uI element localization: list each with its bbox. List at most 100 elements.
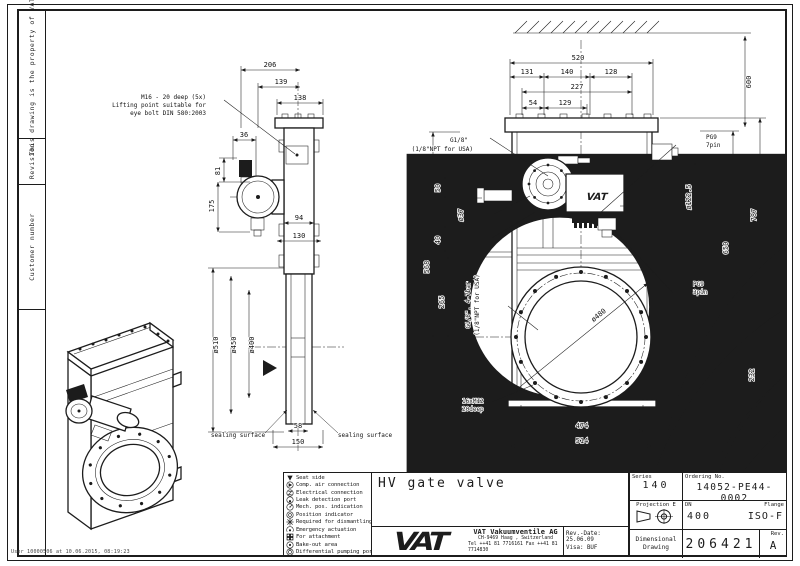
doc-type-line2: Drawing <box>642 544 670 551</box>
property-note: This drawing is the property of VAT. <box>28 0 36 156</box>
rev-date: Rev.-Date: 25.06.09 <box>566 531 601 543</box>
dn-value: 400 <box>687 511 712 522</box>
connector-note: 7pin <box>706 142 721 149</box>
revision-cell: Revision <box>19 139 45 185</box>
sealing-surface-label: sealing surface <box>338 432 393 439</box>
customer-number-label: Customer number <box>28 213 36 281</box>
spec-table: Series 140 Ordering No. 14052-PE44-0002 … <box>629 472 787 558</box>
lifting-note: eye bolt DIN 580:2003 <box>130 110 206 117</box>
projection-label: Projection E <box>636 502 676 508</box>
legend-label: Position indicator <box>296 511 354 518</box>
dim-label: 138 <box>294 94 307 102</box>
dn-flange-cell: DN Flange 400 ISO-F <box>683 501 786 530</box>
drawing-title: HV gate valve <box>378 476 506 491</box>
dim-label: 227 <box>571 83 584 91</box>
legend-label: Mech. pos. indication <box>296 504 363 511</box>
lifting-note: M16 - 20 deep (5x) <box>141 94 206 101</box>
left-margin-strip: This drawing is the property of VAT. Rev… <box>19 0 46 555</box>
dim-label: 474 <box>576 422 589 430</box>
dim-label: ø450 <box>230 337 238 354</box>
dn-label: DN <box>685 502 692 508</box>
empty-cell <box>19 310 45 554</box>
ordering-number: 14052-PE44-0002 <box>696 482 773 504</box>
connector-note: PG9 <box>706 134 717 141</box>
doc-type-cell: Dimensional Drawing <box>630 530 683 558</box>
dim-label: 139 <box>275 78 288 86</box>
ceiling-hatch <box>514 20 660 34</box>
legend-label: Emergency actuation <box>296 526 357 533</box>
dim-label: 128 <box>605 68 618 76</box>
seat-side-marker <box>263 360 277 376</box>
symbol-legend: Seat side Comp. air connection Electrica… <box>283 472 376 556</box>
dim-label: 130 <box>293 232 306 240</box>
projection-cell: Projection E <box>630 501 683 530</box>
flange-label: Flange <box>764 502 784 508</box>
connector-note: PG9 <box>693 281 704 288</box>
legend-label: Required for dismantling <box>296 519 373 526</box>
dim-label: 54 <box>529 99 537 107</box>
legend-label: Leak detection port <box>296 497 357 504</box>
dim-label: 129 <box>559 99 572 107</box>
legend-label: Bake-out area <box>296 541 338 548</box>
dim-label: 232 <box>748 369 756 382</box>
flange-bolt-circle <box>510 266 652 408</box>
company-address: CH-9469 Haag , Switzerland <box>477 536 554 542</box>
side-view: 206 139 138 36 81 175 94 130 ø510 ø450 ø… <box>111 60 787 556</box>
company-phone: Tel ++41 81 7716161 Fax ++41 81 7714830 <box>468 542 558 554</box>
first-angle-projection-icon <box>636 509 673 524</box>
legend-label: Electrical connection <box>296 489 363 496</box>
series-value: 140 <box>642 480 670 491</box>
dim-label: 150 <box>292 438 305 446</box>
dim-label: 94 <box>295 214 303 222</box>
company-row: VAT VAT Vakuumventile AG CH-9469 Haag , … <box>372 526 628 556</box>
rev-label: Rev. <box>770 531 784 537</box>
legend-label: Comp. air connection <box>296 482 360 489</box>
dim-label: ø37 <box>457 209 465 222</box>
dim-label: 265 <box>438 296 446 309</box>
bolt-note: 20deep <box>462 406 484 413</box>
dim-label: 520 <box>572 54 585 62</box>
dim-label: 175 <box>208 200 216 213</box>
air-port-note: (1/8"NPT for USA) <box>474 274 481 335</box>
connector-note: 3pin <box>693 289 708 296</box>
air-port-note: G1/8" <box>450 137 468 144</box>
lifting-note: Lifting point suitable for <box>112 102 206 109</box>
drawing-canvas: 206 139 138 36 81 175 94 130 ø510 ø450 ø… <box>65 20 787 556</box>
side-actuator <box>236 160 285 237</box>
rev-value: A <box>769 539 777 552</box>
dim-label: 140 <box>561 68 574 76</box>
iso-actuator <box>65 384 140 442</box>
series-cell: Series 140 <box>630 473 683 500</box>
company-info: VAT Vakuumventile AG CH-9469 Haag , Swit… <box>468 527 563 555</box>
revision-info: Rev.-Date: 25.06.09 Visa: BUF <box>563 527 628 555</box>
company-name: VAT Vakuumventile AG <box>473 527 558 536</box>
front-view: VAT <box>411 20 787 556</box>
dim-label: 81 <box>214 167 222 175</box>
rev-cell: Rev. A <box>759 530 786 558</box>
isometric-view <box>65 321 182 531</box>
legend-label: Differential pumping port <box>296 549 376 556</box>
ordering-cell: Ordering No. 14052-PE44-0002 <box>683 473 786 504</box>
drawing-number: 206421 <box>685 536 757 552</box>
vat-logo: VAT <box>372 527 468 556</box>
dim-label: ø400 <box>248 337 256 354</box>
outer-border <box>7 4 793 561</box>
doc-type-line1: Dimensional <box>635 535 677 543</box>
dim-label: 650 <box>722 242 730 255</box>
vat-body-logo: VAT <box>585 192 609 203</box>
dim-label: ø122.5 <box>685 184 693 209</box>
legend-label: For attachment <box>296 534 341 541</box>
sealing-surface-label: sealing surface <box>211 432 266 439</box>
bolt-note: 16xM12 <box>462 398 484 405</box>
air-port-note: G1/8", 4-7bar <box>465 281 472 328</box>
property-note-cell: This drawing is the property of VAT. <box>19 0 45 156</box>
dim-label: 131 <box>521 68 534 76</box>
front-actuator: VAT <box>476 143 679 238</box>
dim-label: 36 <box>240 131 248 139</box>
legend-label: Seat side <box>296 474 325 481</box>
dim-label: 600 <box>745 76 753 89</box>
series-label: Series <box>632 474 652 480</box>
print-stamp: User 10000506 at 10.06.2015, 08:19:23 <box>11 549 130 555</box>
dim-label: 206 <box>264 61 277 69</box>
